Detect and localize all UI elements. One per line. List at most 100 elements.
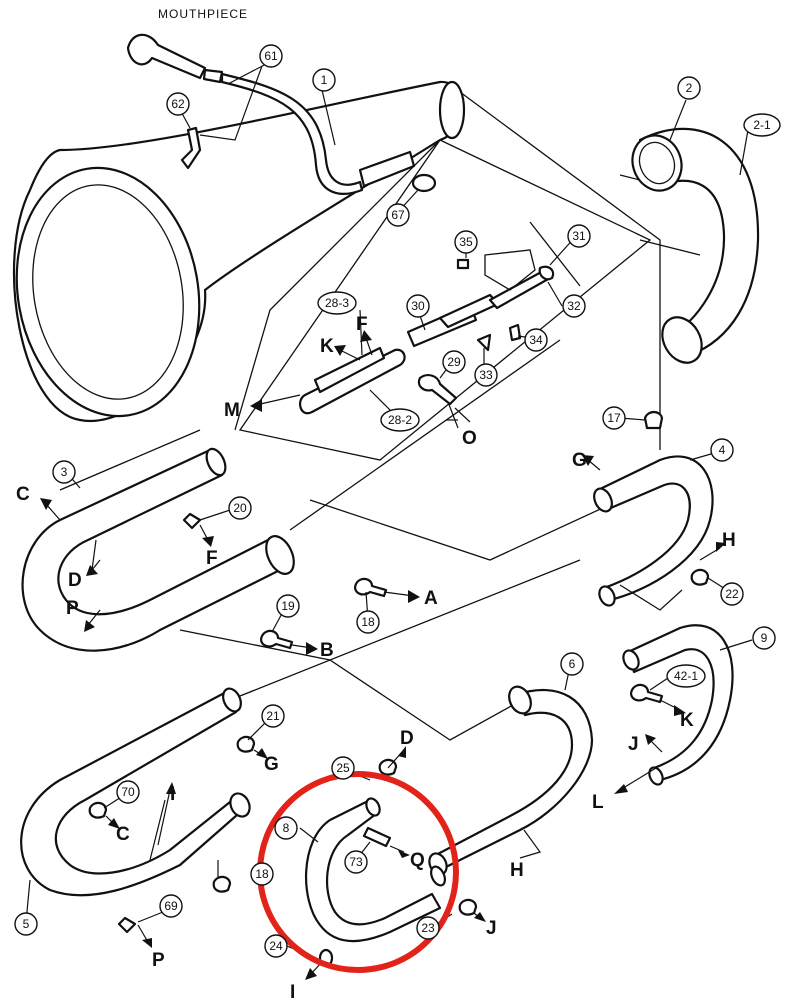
valve-assembly [299, 221, 581, 415]
letter-h-top: H [722, 530, 736, 551]
letter-i-mid: I [170, 784, 175, 805]
svg-text:3: 3 [61, 465, 68, 479]
svg-text:67: 67 [391, 208, 405, 222]
svg-text:8: 8 [283, 821, 290, 835]
svg-text:31: 31 [572, 229, 586, 243]
part-bubble-33: 33 [474, 363, 498, 387]
part-bubble-18b: 18 [250, 862, 274, 886]
part-bubble-1: 1 [312, 68, 336, 92]
part-bubble-2: 2 [677, 76, 701, 100]
part-bubble-25: 25 [331, 756, 355, 780]
tube-4 [593, 455, 714, 607]
letter-j-right: J [628, 734, 639, 755]
svg-text:19: 19 [281, 599, 295, 613]
part-bubble-22: 22 [720, 582, 744, 606]
svg-text:32: 32 [567, 299, 581, 313]
part-bubble-70: 70 [116, 780, 140, 804]
part-bubble-69: 69 [159, 894, 183, 918]
part-bubble-42-1: 42-1 [666, 664, 706, 688]
part-bubble-62: 62 [166, 92, 190, 116]
letter-d-left: D [68, 570, 82, 591]
part-bubble-34: 34 [524, 328, 548, 352]
letter-l: L [592, 792, 604, 813]
tube-6 [428, 685, 594, 876]
svg-text:2-1: 2-1 [753, 118, 771, 132]
letter-g-low: G [264, 754, 279, 775]
svg-text:22: 22 [725, 587, 739, 601]
tube-8 [305, 797, 446, 968]
svg-text:2: 2 [686, 81, 693, 95]
letter-f-top: F [356, 314, 368, 335]
svg-text:20: 20 [233, 501, 247, 515]
letter-p-left: P [66, 598, 79, 619]
connection-letters: M K F O G C F D P A B H G C I P D Q J I … [16, 314, 736, 1000]
svg-text:34: 34 [529, 333, 543, 347]
small-hardware [88, 410, 710, 934]
svg-text:61: 61 [264, 49, 278, 63]
mouthpiece-assembly [126, 33, 364, 195]
svg-text:18: 18 [255, 867, 269, 881]
letter-c-low: C [116, 824, 130, 845]
part-bubble-32: 32 [562, 294, 586, 318]
svg-text:23: 23 [421, 921, 435, 935]
part-bubble-29: 29 [442, 350, 466, 374]
letter-g-top: G [572, 450, 587, 471]
letter-p-low: P [152, 950, 165, 971]
svg-text:62: 62 [171, 97, 185, 111]
part-bubble-3: 3 [52, 460, 76, 484]
letter-q: Q [410, 850, 425, 871]
svg-text:4: 4 [719, 443, 726, 457]
part-number-bubbles: 1 2 2-1 3 4 5 6 8 9 17 18 18 19 20 21 22… [14, 44, 781, 958]
part-bubble-28-2: 28-2 [380, 408, 420, 432]
letter-a: A [424, 588, 438, 609]
svg-text:25: 25 [336, 761, 350, 775]
part-bubble-9: 9 [752, 626, 776, 650]
part-bubble-5: 5 [14, 912, 38, 936]
part-bubble-8: 8 [274, 816, 298, 840]
svg-text:5: 5 [23, 917, 30, 931]
part-bubble-4: 4 [710, 438, 734, 462]
part-bubble-30: 30 [406, 294, 430, 318]
svg-text:30: 30 [411, 299, 425, 313]
part-bubble-67: 67 [386, 203, 410, 227]
part-bubble-17: 17 [602, 406, 626, 430]
svg-text:28-2: 28-2 [388, 413, 412, 427]
mouthpiece-label: MOUTHPIECE [158, 7, 248, 21]
part-bubble-23: 23 [416, 916, 440, 940]
letter-k-top: K [320, 336, 334, 357]
part-bubble-21: 21 [261, 704, 285, 728]
svg-text:70: 70 [121, 785, 135, 799]
letter-o: O [462, 428, 477, 449]
letter-f-mid: F [206, 548, 218, 569]
connection-arrows [40, 330, 726, 980]
part-bubble-24: 24 [264, 934, 288, 958]
letter-k-right: K [680, 710, 694, 731]
assembly-guide-lines [59, 91, 701, 741]
svg-text:21: 21 [266, 709, 280, 723]
svg-text:9: 9 [761, 631, 768, 645]
part-bubble-73: 73 [344, 850, 368, 874]
svg-text:17: 17 [607, 411, 621, 425]
svg-text:1: 1 [321, 73, 328, 87]
bow-section [631, 127, 760, 364]
tube-3 [21, 447, 295, 652]
part-bubble-31: 31 [567, 224, 591, 248]
letter-j-low: J [486, 918, 497, 939]
part-bubble-2-1: 2-1 [743, 113, 781, 137]
part-bubble-19: 19 [276, 594, 300, 618]
letter-i-low: I [290, 982, 295, 1000]
letter-h-low: H [510, 860, 524, 881]
part-bubble-18a: 18 [356, 610, 380, 634]
part-bubble-6: 6 [560, 652, 584, 676]
svg-text:24: 24 [269, 939, 283, 953]
svg-text:18: 18 [361, 615, 375, 629]
letter-m: M [224, 400, 240, 421]
svg-text:42-1: 42-1 [674, 669, 698, 683]
svg-text:6: 6 [569, 657, 576, 671]
letter-d-low: D [400, 728, 414, 749]
svg-text:73: 73 [349, 855, 363, 869]
svg-text:28-3: 28-3 [325, 296, 349, 310]
letter-c-left: C [16, 484, 30, 505]
letter-b: B [320, 640, 334, 661]
